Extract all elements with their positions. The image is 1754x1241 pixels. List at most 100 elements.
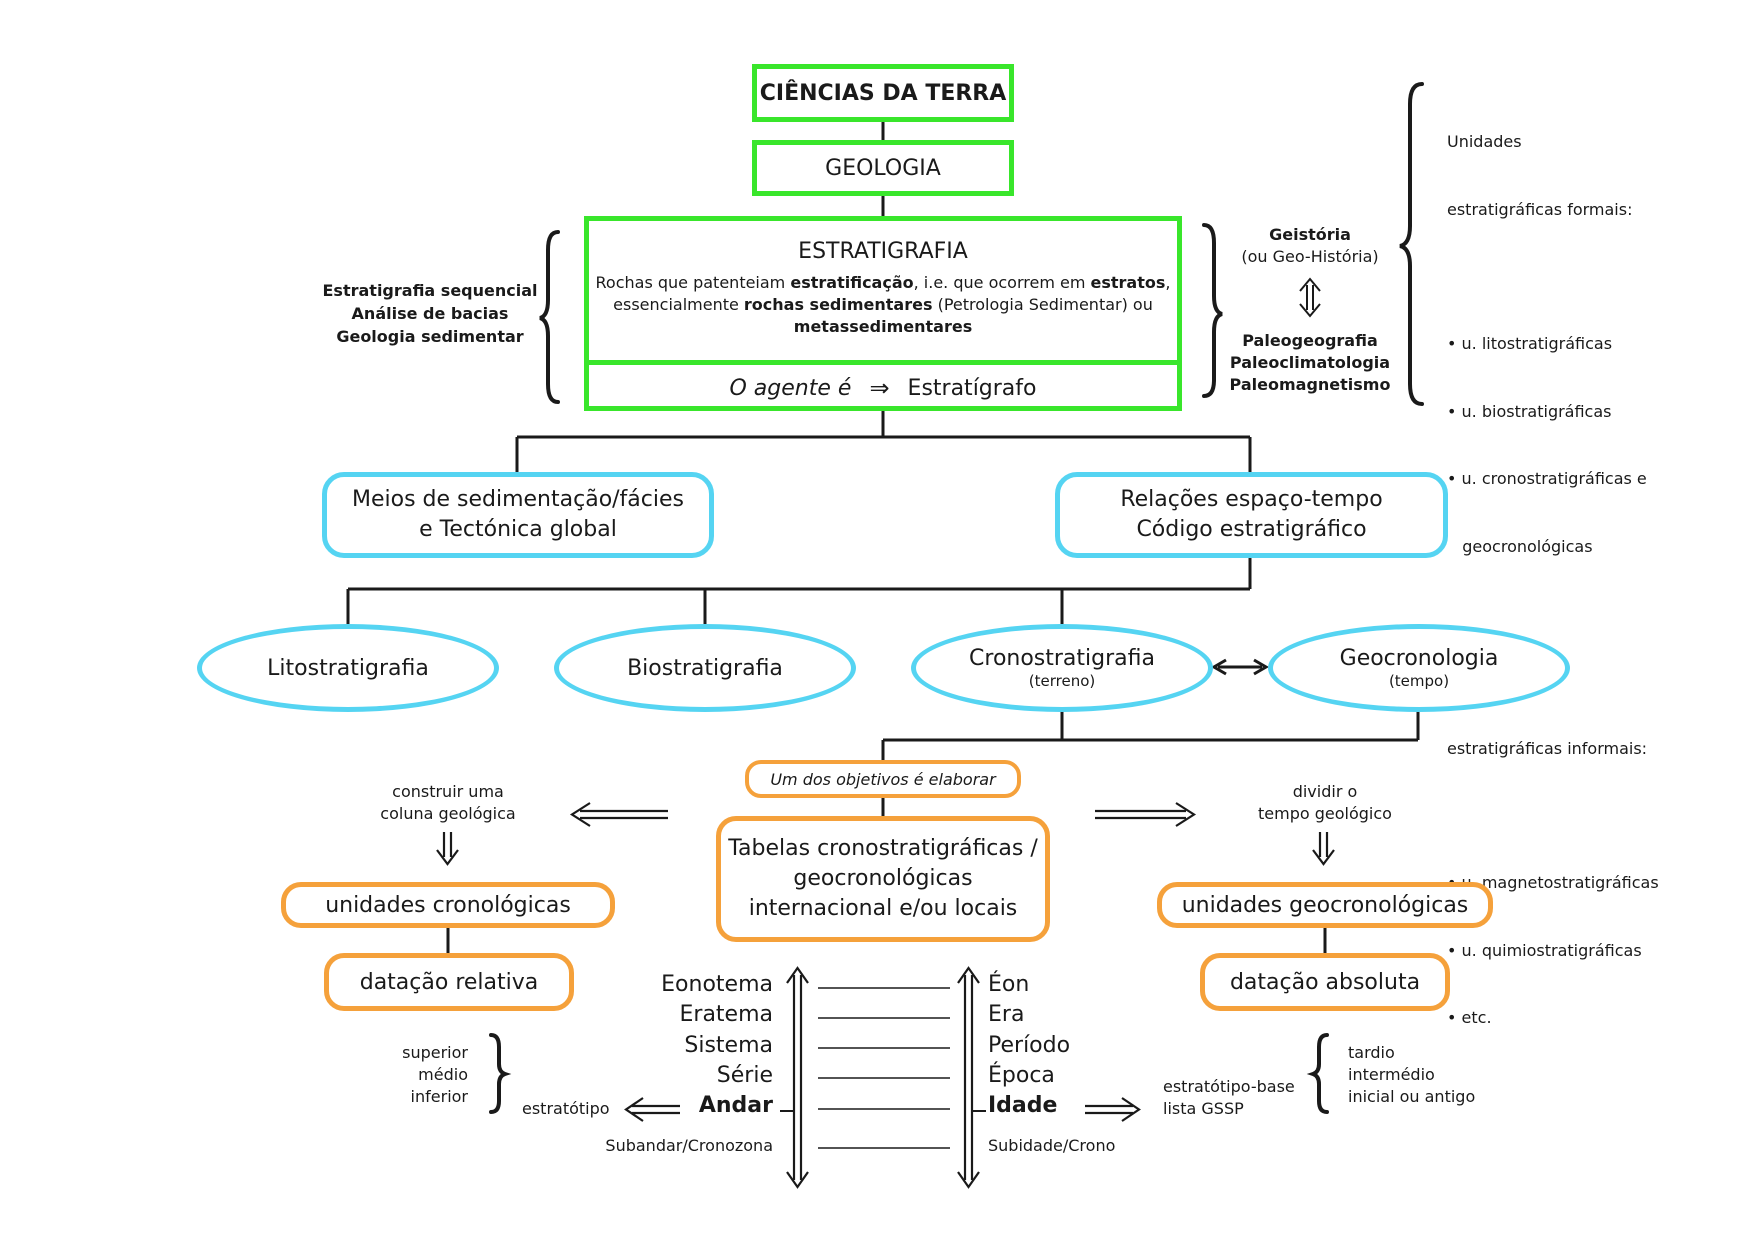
construir-note: construir uma coluna geológica (348, 781, 548, 825)
informal-item: • u. quimiostratigráficas (1447, 940, 1642, 960)
paleogeografia: Paleogeografia (1242, 331, 1378, 350)
estratotipo-base-line: estratótipo-base (1163, 1077, 1295, 1096)
litostratigrafia-ellipse: Litostratigrafia (197, 624, 499, 712)
qualif-inicial: inicial ou antigo (1348, 1087, 1476, 1106)
lista-gssp-line: lista GSSP (1163, 1099, 1244, 1118)
meios-line-2: e Tectónica global (419, 517, 617, 542)
relacoes-line-2: Código estratigráfico (1136, 517, 1367, 542)
objetivo-label: Um dos objetivos é elaborar (770, 769, 996, 789)
crono-unit-serie: Série (716, 1062, 773, 1088)
objetivo-box: Um dos objetivos é elaborar (745, 760, 1021, 798)
estratigrafia-title: ESTRATIGRAFIA (798, 239, 968, 264)
tabelas-box: Tabelas cronostratigráficas / geocronoló… (716, 816, 1050, 942)
unidades-cronologicas-box: unidades cronológicas (281, 882, 615, 928)
relacoes-line-1: Relações espaço-tempo (1120, 487, 1383, 512)
desc-part-5: , (1165, 273, 1171, 292)
crono-unit-andar: Andar (698, 1093, 773, 1119)
estratotipo-label: estratótipo (522, 1099, 610, 1118)
geo-unit-periodo: Período (988, 1032, 1071, 1058)
geistoria-block: Geistória (ou Geo-História) (1220, 224, 1400, 268)
paleoclimatologia: Paleoclimatologia (1229, 353, 1391, 372)
formal-item: • u. cronostratigráficas e (1447, 469, 1647, 488)
agent-arrow-icon: ⇒ (869, 374, 890, 402)
geo-unit-idade: Idade (988, 1093, 1058, 1119)
crono-units-column: Eonotema Eratema Sistema Série Andar (620, 970, 773, 1121)
geo-unit-eon: Éon (988, 972, 1030, 997)
unidades-cronologicas-label: unidades cronológicas (325, 892, 571, 918)
meios-sedimentacao-box: Meios de sedimentação/fácies e Tectónica… (322, 472, 714, 558)
estratotipo-base-note: estratótipo-base lista GSSP (1163, 1076, 1313, 1120)
unidades-geocronologicas-box: unidades geocronológicas (1157, 882, 1493, 928)
geocronologia-ellipse: Geocronologia (tempo) (1268, 624, 1570, 712)
estratigrafia-description: Rochas que patenteiam estratificação, i.… (589, 272, 1177, 338)
datacao-relativa-box: datação relativa (324, 953, 574, 1011)
related-estratigrafia-sequencial: Estratigrafia sequencial (322, 281, 538, 300)
meios-line-1: Meios de sedimentação/fácies (351, 487, 684, 512)
formal-item: geocronológicas (1447, 536, 1593, 556)
cronostratigrafia-label: Cronostratigrafia (969, 646, 1155, 671)
datacao-absoluta-label: datação absoluta (1229, 969, 1421, 995)
geocronologia-label: Geocronologia (1339, 646, 1499, 671)
ciencias-da-terra-box: CIÊNCIAS DA TERRA (752, 64, 1014, 122)
agent-label: O agente é (729, 375, 852, 401)
desc-part-6: essencialmente (613, 295, 744, 314)
crono-unit-sistema: Sistema (684, 1032, 773, 1058)
qualif-left-list: superior médio inferior (380, 1042, 468, 1108)
desc-estratos: estratos (1090, 273, 1166, 292)
formal-title-1: Unidades (1447, 132, 1522, 151)
biostratigrafia-label: Biostratigrafia (627, 655, 783, 681)
desc-metassedimentares: metassedimentares (793, 317, 973, 336)
geo-unit-epoca: Época (988, 1062, 1055, 1088)
informal-item: • u. magnetostratigráficas (1447, 873, 1659, 892)
unidades-geocronologicas-label: unidades geocronológicas (1181, 892, 1469, 918)
left-related-list: Estratigrafia sequencial Análise de baci… (310, 279, 550, 348)
geo-units-column: Éon Era Período Época Idade (988, 970, 1148, 1121)
informal-title-2: estratigráficas informais: (1447, 738, 1648, 758)
qualif-right-list: tardio intermédio inicial ou antigo (1348, 1042, 1508, 1108)
datacao-relativa-label: datação relativa (359, 969, 539, 995)
estratigrafia-box: ESTRATIGRAFIA Rochas que patenteiam estr… (584, 216, 1182, 411)
tabelas-line-1: Tabelas cronostratigráficas / (728, 836, 1038, 861)
litostratigrafia-label: Litostratigrafia (267, 655, 429, 681)
construir-line-2: coluna geológica (380, 804, 516, 823)
informal-item: • etc. (1447, 1008, 1492, 1027)
geistoria-sub: (ou Geo-História) (1241, 247, 1379, 266)
geistoria-label: Geistória (1269, 225, 1351, 244)
desc-rochas-sedimentares: rochas sedimentares (743, 295, 933, 314)
crono-sub-label: Subandar/Cronozona (605, 1136, 773, 1155)
related-geologia-sedimentar: Geologia sedimentar (336, 327, 524, 346)
dividir-line-2: tempo geológico (1258, 804, 1392, 823)
formal-title-2: estratigráficas formais: (1447, 199, 1633, 219)
datacao-absoluta-box: datação absoluta (1200, 953, 1450, 1011)
desc-part-1: Rochas que patenteiam (595, 273, 791, 292)
qualif-inferior: inferior (410, 1087, 468, 1106)
geo-sub-label: Subidade/Crono (988, 1136, 1116, 1155)
qualif-medio: médio (418, 1065, 468, 1084)
qualif-intermedio: intermédio (1348, 1065, 1435, 1084)
tabelas-line-2: geocronológicas (793, 866, 973, 891)
desc-estratificacao: estratificação (790, 273, 914, 292)
paleo-list: Paleogeografia Paleoclimatologia Paleoma… (1210, 330, 1410, 396)
agent-value: Estratígrafo (907, 375, 1037, 401)
qualif-tardio: tardio (1348, 1043, 1395, 1062)
cronostratigrafia-sub: (terreno) (1028, 672, 1096, 690)
paleomagnetismo: Paleomagnetismo (1229, 375, 1391, 394)
agent-row: O agente é ⇒ Estratígrafo (589, 360, 1177, 411)
cronostratigrafia-ellipse: Cronostratigrafia (terreno) (911, 624, 1213, 712)
related-analise-bacias: Análise de bacias (351, 304, 509, 323)
qualif-superior: superior (402, 1043, 468, 1062)
formal-item: • u. litostratigráficas (1447, 334, 1613, 353)
geo-unit-era: Era (988, 1002, 1025, 1028)
dividir-note: dividir o tempo geológico (1225, 781, 1425, 825)
geocronologia-sub: (tempo) (1388, 672, 1450, 690)
construir-line-1: construir uma (392, 782, 504, 801)
desc-part-3: , i.e. que ocorrem em (913, 273, 1091, 292)
desc-part-8: (Petrologia Sedimentar) ou (932, 295, 1153, 314)
formal-item: • u. biostratigráficas (1447, 401, 1612, 421)
geologia-label: GEOLOGIA (825, 155, 941, 181)
tabelas-line-3: internacional e/ou locais (748, 896, 1018, 921)
relacoes-espaco-tempo-box: Relações espaço-tempo Código estratigráf… (1055, 472, 1448, 558)
biostratigrafia-ellipse: Biostratigrafia (554, 624, 856, 712)
crono-unit-eonotema: Eonotema (661, 972, 773, 997)
